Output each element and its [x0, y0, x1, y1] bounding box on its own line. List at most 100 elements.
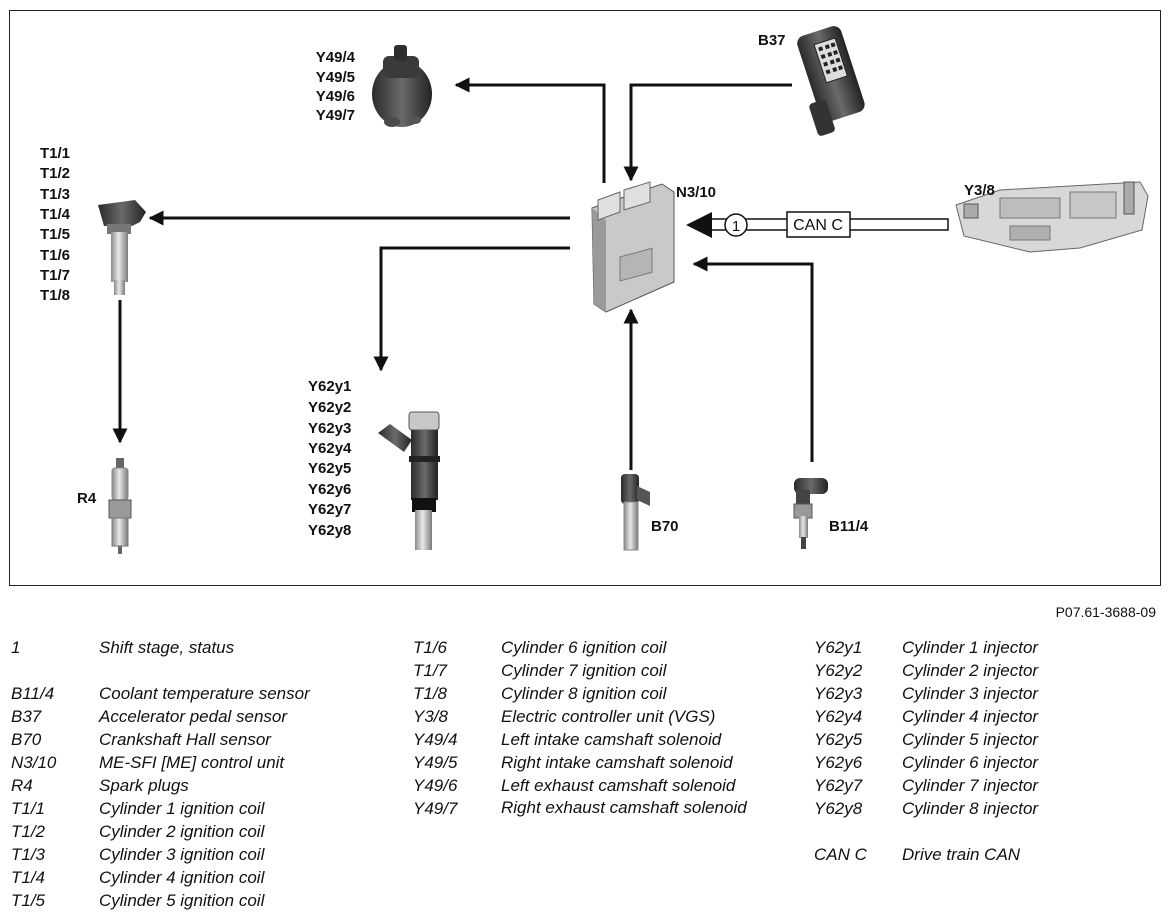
t1-labels: T1/1 T1/2 T1/3 T1/4 T1/5 T1/6 T1/7 T1/8	[40, 145, 71, 304]
legend-description: ME-SFI [ME] control unit	[99, 753, 285, 772]
y49-label: Y49/6	[316, 88, 355, 105]
legend-code: Y62y3	[814, 684, 863, 703]
legend-row: Y62y5 Cylinder 5 injector	[814, 728, 1038, 751]
legend-description: Cylinder 4 injector	[902, 707, 1039, 726]
reference-number: P07.61-3688-09	[1055, 604, 1156, 620]
legend-description: Cylinder 7 ignition coil	[501, 661, 667, 680]
legend-row: Y49/6 Left exhaust camshaft solenoid	[413, 774, 771, 797]
legend-row: CAN C Drive train CAN	[814, 843, 1038, 866]
legend-description: Cylinder 2 ignition coil	[99, 822, 265, 841]
y62-label: Y62y5	[308, 460, 351, 477]
legend-row: T1/6 Cylinder 6 ignition coil	[413, 636, 771, 659]
legend-description: Spark plugs	[99, 776, 189, 795]
legend-row: T1/7 Cylinder 7 ignition coil	[413, 659, 771, 682]
diagram-frame	[9, 10, 1161, 586]
legend-description: Coolant temperature sensor	[99, 684, 310, 703]
legend-code: B37	[11, 707, 42, 726]
legend-description: Left intake camshaft solenoid	[501, 730, 722, 749]
arrow-from-b37	[623, 83, 792, 182]
legend-row: Y62y2 Cylinder 2 injector	[814, 659, 1038, 682]
b37-label: B37	[758, 32, 786, 49]
legend-code: 1	[11, 638, 21, 657]
legend-code: Y62y6	[814, 753, 863, 772]
legend-code: Y49/7	[413, 799, 458, 818]
arrow-to-y62	[373, 246, 570, 372]
y49-labels: Y49/4 Y49/5 Y49/6 Y49/7	[316, 49, 356, 124]
n310-label: N3/10	[676, 184, 716, 201]
y49-label: Y49/7	[316, 107, 355, 124]
y49-label: Y49/4	[316, 49, 356, 66]
t1-label: T1/7	[40, 267, 70, 284]
y62-label: Y62y3	[308, 420, 351, 437]
legend-description: Left exhaust camshaft solenoid	[501, 776, 736, 795]
accelerator-pedal-icon	[797, 26, 865, 136]
legend-row: T1/8 Cylinder 8 ignition coil	[413, 682, 771, 705]
can-bus-arrowhead	[686, 212, 712, 238]
t1-label: T1/3	[40, 186, 70, 203]
r4-label: R4	[77, 490, 97, 507]
ignition-coil-icon	[98, 200, 146, 295]
legend-code: Y62y2	[814, 661, 863, 680]
legend-description: Crankshaft Hall sensor	[99, 730, 271, 749]
legend-code: CAN C	[814, 845, 867, 864]
legend-code: Y62y8	[814, 799, 863, 818]
legend-description: Cylinder 4 ignition coil	[99, 868, 265, 887]
control-unit-icon	[591, 181, 675, 313]
legend-code: Y49/6	[413, 776, 458, 795]
spark-plug-icon	[108, 458, 132, 554]
y38-label: Y3/8	[964, 182, 995, 199]
signal-1-number: 1	[732, 218, 740, 235]
legend-description: Cylinder 8 injector	[902, 799, 1039, 818]
legend-description: Right intake camshaft solenoid	[501, 753, 733, 772]
legend-description: Cylinder 8 ignition coil	[501, 684, 667, 703]
signal-arrows	[112, 77, 814, 470]
legend-description: Shift stage, status	[99, 638, 235, 657]
legend-description: Cylinder 5 injector	[902, 730, 1039, 749]
transmission-controller-icon	[955, 181, 1149, 253]
legend-code: T1/6	[413, 638, 448, 657]
can-bus: 1 CAN C	[686, 211, 949, 238]
legend-description: Electric controller unit (VGS)	[501, 707, 716, 726]
can-c-box	[786, 211, 851, 238]
y62-label: Y62y8	[308, 522, 351, 539]
legend-row: T1/4 Cylinder 4 ignition coil	[11, 866, 310, 889]
legend-row	[11, 659, 310, 682]
y62-label: Y62y1	[308, 378, 351, 395]
legend-code: T1/7	[413, 661, 448, 680]
can-c-label: CAN C	[793, 217, 843, 234]
t1-label: T1/8	[40, 287, 70, 304]
t1-label: T1/6	[40, 247, 70, 264]
legend-code: T1/3	[11, 845, 46, 864]
legend-code: T1/2	[11, 822, 46, 841]
legend-row: T1/2 Cylinder 2 ignition coil	[11, 820, 310, 843]
y62-label: Y62y7	[308, 501, 351, 518]
legend-description: Drive train CAN	[902, 845, 1021, 864]
b70-label: B70	[651, 518, 679, 535]
legend-description: Cylinder 1 injector	[902, 638, 1039, 657]
legend-description: Cylinder 2 injector	[902, 661, 1039, 680]
y62-labels: Y62y1 Y62y2 Y62y3 Y62y4 Y62y5 Y62y6 Y62y…	[308, 378, 352, 539]
legend-code: Y62y1	[814, 638, 863, 657]
legend-description: Cylinder 1 ignition coil	[99, 799, 265, 818]
y62-label: Y62y2	[308, 399, 351, 416]
arrow-to-y49	[454, 77, 606, 183]
legend-description: Cylinder 6 ignition coil	[501, 638, 667, 657]
legend-code: T1/8	[413, 684, 448, 703]
legend-code: B11/4	[11, 684, 55, 703]
legend-code: Y62y4	[814, 707, 863, 726]
legend-code	[11, 659, 99, 682]
legend-code	[814, 820, 902, 843]
legend-code: Y62y5	[814, 730, 863, 749]
legend-code: T1/1	[11, 799, 46, 818]
legend-code: T1/4	[11, 868, 46, 887]
